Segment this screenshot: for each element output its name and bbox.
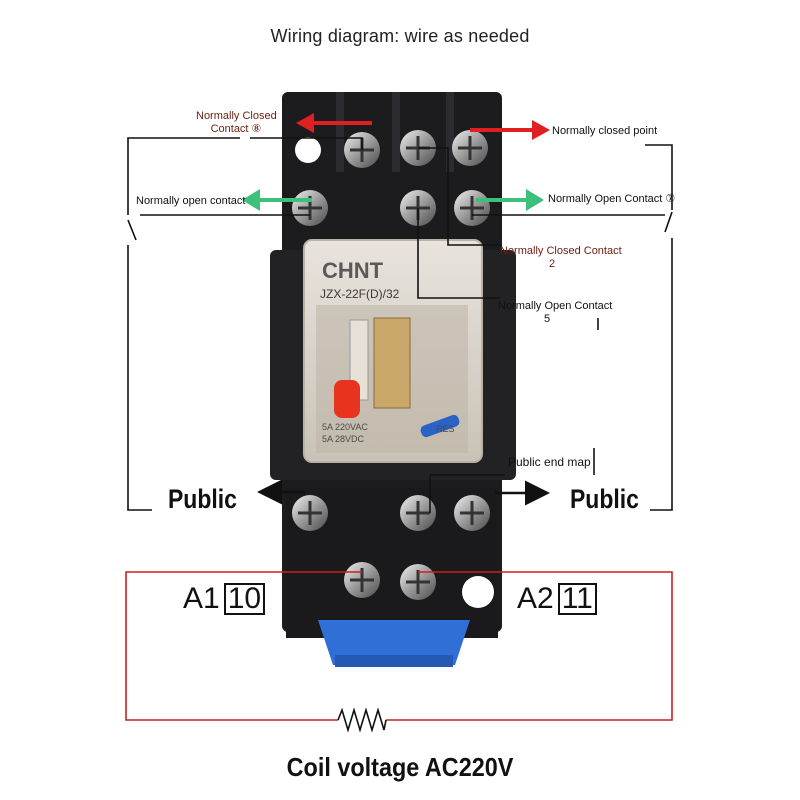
label-no-contact-5-line2: 5: [543, 313, 551, 325]
public-arrows: [257, 479, 550, 506]
page-title: Wiring diagram: wire as needed: [270, 26, 530, 46]
label-nc-contact-8-line1: Normally Closed: [196, 110, 277, 122]
relay-rating-1: 5A 220VAC: [322, 422, 368, 432]
wire-nc-2: [418, 147, 500, 246]
blue-clip: [318, 620, 470, 665]
coil-a2-number: 11: [557, 583, 597, 615]
screw-terminal-row2-left: [292, 190, 328, 226]
screw-terminal-public-right: [454, 495, 490, 531]
relay-rating-2: 5A 28VDC: [322, 434, 365, 444]
screw-terminal-row2-right: [454, 190, 490, 226]
screw-terminal-public-left: [292, 495, 328, 531]
label-no-contact-7: Normally Open Contact ⑦: [548, 193, 676, 205]
wire-right-bottom: [650, 238, 673, 511]
red-arrows: [296, 113, 550, 140]
led-indicator: [334, 380, 360, 418]
label-nc-contact-2-line1: Normally Closed Contact: [500, 245, 622, 257]
wire-right-top: [645, 144, 673, 210]
mounting-hole-top: [295, 137, 321, 163]
screw-terminal-top-right: [452, 130, 488, 166]
green-arrows: [242, 189, 544, 211]
label-public-right: Public: [570, 484, 639, 514]
label-no-contact-5-line1: Normally Open Contact: [498, 300, 613, 312]
wire-left-top: [127, 137, 240, 215]
wire-nc-8: [250, 137, 363, 150]
relay-res-label: RES: [436, 424, 455, 434]
coil-a2-text: A2: [517, 582, 554, 615]
screw-terminal-coil-a2: [400, 564, 436, 600]
screw-terminal-coil-a1: [344, 562, 380, 598]
label-no-contact-5: Normally Open Contact 5: [498, 300, 613, 326]
switch-left: [127, 219, 137, 241]
label-nc-contact-8-line2: Contact ⑧: [210, 123, 262, 135]
screw-terminal-public-mid: [400, 495, 436, 531]
coil-a1-text: A1: [183, 582, 220, 615]
mounting-hole-bottom: [462, 576, 494, 608]
wiring-lines: [127, 137, 673, 513]
label-nc-contact-2-line2: 2: [548, 258, 556, 270]
wire-no-5: [417, 208, 500, 299]
resistor-symbol: [337, 707, 387, 733]
label-public-end-map: Public end map: [508, 455, 591, 469]
coil-circuit: [125, 571, 673, 733]
relay-model: JZX-22F(D)/32: [320, 287, 400, 301]
relay-cover: [303, 239, 483, 463]
wire-left-bottom: [127, 245, 152, 511]
switch-right: [664, 211, 673, 233]
coil-a1-number: 10: [223, 583, 266, 615]
label-public-left: Public: [168, 484, 237, 514]
resistor: [420, 414, 460, 438]
label-nc-contact-2: Normally Closed Contact 2: [500, 245, 622, 271]
label-nc-point: Normally closed point: [552, 125, 658, 137]
relay-brand: CHNT: [322, 258, 384, 283]
label-nc-contact-8: Normally Closed Contact ⑧: [196, 110, 277, 136]
coil-voltage-caption: Coil voltage AC220V: [286, 752, 514, 782]
label-no-contact-left: Normally open contact: [136, 195, 246, 207]
